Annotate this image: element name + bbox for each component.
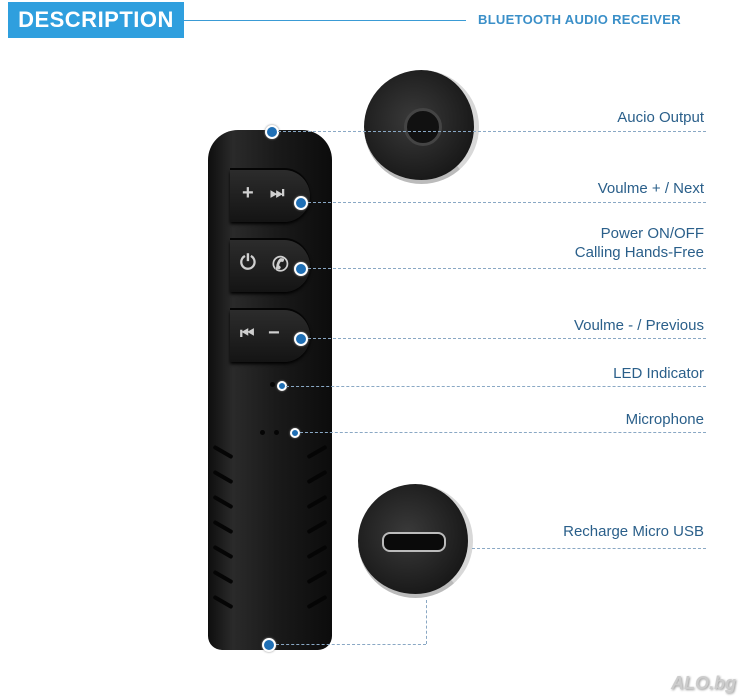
callout-recharge-micro-usb: Recharge Micro USB	[563, 523, 704, 540]
grip-groove	[306, 519, 328, 535]
grip-groove	[306, 469, 328, 485]
grip-groove	[306, 544, 328, 560]
grip-groove	[212, 519, 234, 535]
callout-line	[286, 386, 706, 387]
grip-groove	[212, 444, 234, 460]
callout-dot	[294, 262, 308, 276]
product-subtitle: BLUETOOTH AUDIO RECEIVER	[478, 12, 681, 27]
plus-icon: +	[242, 182, 254, 204]
callout-volume-up-next: Voulme + / Next	[597, 180, 704, 197]
audio-jack-icon	[404, 108, 442, 146]
description-title: DESCRIPTION	[8, 2, 184, 38]
bluetooth-receiver-device: + ⏭ ⏻ ✆ ⏮ −	[208, 130, 332, 650]
callout-line	[278, 131, 706, 132]
next-track-icon: ⏭	[270, 185, 285, 202]
callout-line	[300, 432, 706, 433]
callout-line	[308, 268, 706, 269]
usb-port-icon	[382, 532, 446, 552]
callout-line	[276, 644, 426, 645]
power-call-button: ⏻ ✆	[230, 240, 310, 292]
mic-hole	[274, 430, 279, 435]
callout-dot	[294, 196, 308, 210]
callout-dot	[294, 332, 308, 346]
grip-groove	[212, 494, 234, 510]
micro-usb-closeup	[358, 484, 473, 598]
grip-groove	[306, 444, 328, 460]
callout-dot	[265, 125, 279, 139]
callout-line	[308, 202, 706, 203]
previous-track-icon: ⏮	[240, 325, 255, 342]
led-hole	[270, 382, 275, 387]
callout-line	[472, 548, 706, 549]
callout-volume-down-previous: Voulme - / Previous	[573, 317, 704, 334]
callout-line	[426, 600, 427, 644]
callout-power-calling: Power ON/OFF Calling Hands-Free	[574, 225, 704, 261]
mic-hole	[260, 430, 265, 435]
grip-groove	[306, 594, 328, 610]
callout-audio-output: Aucio Output	[617, 109, 704, 126]
callout-led-indicator: LED Indicator	[613, 365, 704, 382]
callout-line	[308, 338, 706, 339]
callout-dot	[262, 638, 276, 652]
power-icon: ⏻	[240, 252, 256, 274]
grip-groove	[212, 569, 234, 585]
header-divider	[184, 20, 466, 21]
grip-groove	[212, 544, 234, 560]
grip-groove	[212, 469, 234, 485]
grip-groove	[306, 494, 328, 510]
callout-dot	[290, 428, 300, 438]
watermark: ALO.bg	[671, 673, 736, 693]
minus-icon: −	[268, 322, 280, 344]
phone-icon: ✆	[272, 254, 289, 276]
callout-microphone: Microphone	[625, 411, 704, 428]
audio-output-closeup	[364, 70, 479, 184]
grip-groove	[306, 569, 328, 585]
grip-groove	[212, 594, 234, 610]
